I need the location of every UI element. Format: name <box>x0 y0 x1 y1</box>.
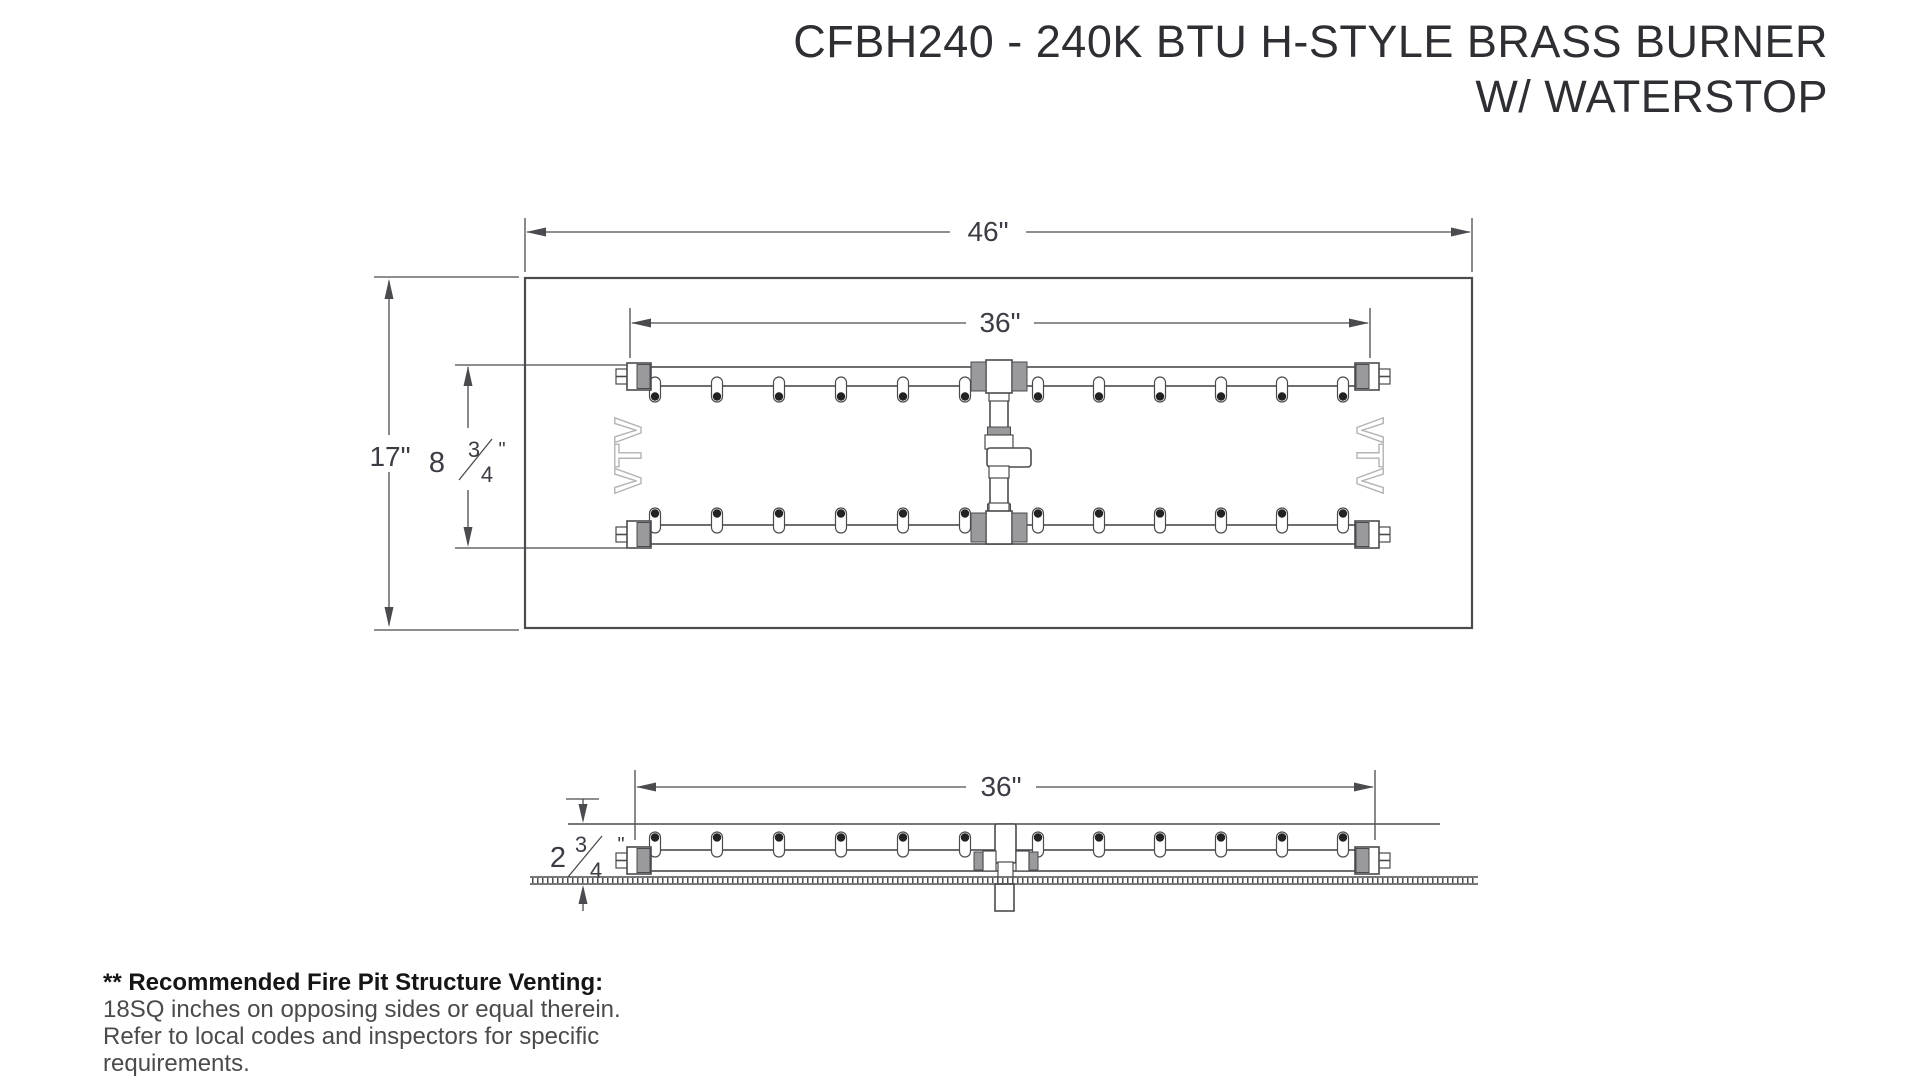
center-manifold-assembly <box>970 359 1032 545</box>
burner-port <box>1214 507 1228 534</box>
tube-spacing-whole: 8 <box>429 447 445 479</box>
burner-port <box>772 507 786 534</box>
dim-label-overall-width: 46" <box>967 216 1008 247</box>
height-whole: 2 <box>550 842 566 874</box>
riser-body <box>994 823 1017 864</box>
dim-label-height: 2 3 4 " <box>550 832 625 883</box>
burner-port <box>710 507 724 534</box>
dim-label-burner-width-top: 36" <box>979 307 1020 338</box>
burner-port <box>1153 376 1167 403</box>
burner-port <box>834 376 848 403</box>
venting-note-line-3: requirements. <box>103 1050 250 1077</box>
burner-port <box>1336 376 1350 403</box>
burner-port <box>896 507 910 534</box>
venting-note-heading: ** Recommended Fire Pit Structure Ventin… <box>103 969 603 996</box>
burner-port <box>1214 831 1228 858</box>
burner-port <box>958 507 972 534</box>
end-cap <box>615 520 652 549</box>
dimension-burner-width-36-side: 36" <box>634 770 1376 840</box>
dim-label-burner-width-side: 36" <box>980 771 1021 802</box>
valve-connector <box>984 434 1014 450</box>
burner-port <box>1031 376 1045 403</box>
height-denominator: 4 <box>590 858 602 883</box>
burner-port <box>1336 507 1350 534</box>
tube-spacing-numerator: 3 <box>468 437 480 462</box>
venting-note-line-2: Refer to local codes and inspectors for … <box>103 1023 599 1050</box>
riser-pipe <box>997 861 1014 885</box>
tube-spacing-denominator: 4 <box>481 462 493 487</box>
height-numerator: 3 <box>575 832 587 857</box>
tee-collar <box>970 361 987 392</box>
burner-port <box>1275 507 1289 534</box>
center-riser-assembly <box>973 823 1039 912</box>
dimension-burner-width-36-top: 36" <box>629 307 1371 358</box>
burner-port <box>772 831 786 858</box>
end-cap <box>1354 520 1391 549</box>
riser-shade <box>973 851 984 871</box>
burner-port <box>1336 831 1350 858</box>
burner-port <box>1092 507 1106 534</box>
end-cap <box>1354 846 1391 875</box>
burner-port <box>834 507 848 534</box>
venting-note-line-1: 18SQ inches on opposing sides or equal t… <box>103 996 621 1023</box>
dim-label-tube-spacing: 8 3 4 " <box>429 437 506 487</box>
tee-collar <box>1011 512 1028 543</box>
riser-collar <box>1015 850 1030 872</box>
tee-fitting-top <box>985 359 1013 394</box>
riser-shade <box>1028 851 1039 871</box>
brand-logo-right: VTV <box>1348 418 1390 495</box>
burner-port <box>1092 831 1106 858</box>
side-view: 36" <box>530 770 1478 912</box>
burner-port <box>1275 376 1289 403</box>
dim-label-depth: 17" <box>369 441 410 472</box>
dimension-depth-17: 17" <box>369 276 519 631</box>
page-title-line-1: CFBH240 - 240K BTU H-STYLE BRASS BURNER <box>793 16 1828 67</box>
valve-neck <box>988 465 1010 479</box>
venting-notes: ** Recommended Fire Pit Structure Ventin… <box>103 969 621 1077</box>
mounting-plate <box>530 876 1478 885</box>
burner-port <box>1153 831 1167 858</box>
tee-collar <box>970 512 987 543</box>
burner-port <box>958 831 972 858</box>
enclosure-outline <box>523 276 1474 630</box>
burner-port <box>1214 376 1228 403</box>
height-unit: " <box>617 834 624 856</box>
burner-port <box>1275 831 1289 858</box>
dimension-overall-width-46: 46" <box>524 216 1473 272</box>
valve-body <box>986 447 1032 468</box>
tube-spacing-unit: " <box>498 439 505 461</box>
page-title-line-2: W/ WATERSTOP <box>1475 71 1828 122</box>
end-cap <box>615 362 652 391</box>
brand-logo-left: VTV <box>608 417 650 494</box>
burner-port <box>1031 507 1045 534</box>
burner-port <box>896 831 910 858</box>
tee-fitting-bottom <box>985 510 1013 545</box>
top-view: 46" 36" 17" <box>369 216 1474 631</box>
riser-collar <box>982 850 997 872</box>
burner-port <box>1092 376 1106 403</box>
burner-port <box>710 831 724 858</box>
burner-port <box>772 376 786 403</box>
burner-port <box>896 376 910 403</box>
burner-port <box>958 376 972 403</box>
inlet-stub <box>994 883 1015 912</box>
burner-port <box>710 376 724 403</box>
dimension-tube-spacing-8-3-4: 8 3 4 " <box>429 364 627 549</box>
tee-collar <box>1011 361 1028 392</box>
burner-port <box>1153 507 1167 534</box>
end-cap <box>1354 362 1391 391</box>
dimension-height-2-3-4: 2 3 4 " <box>550 798 625 911</box>
burner-port <box>834 831 848 858</box>
